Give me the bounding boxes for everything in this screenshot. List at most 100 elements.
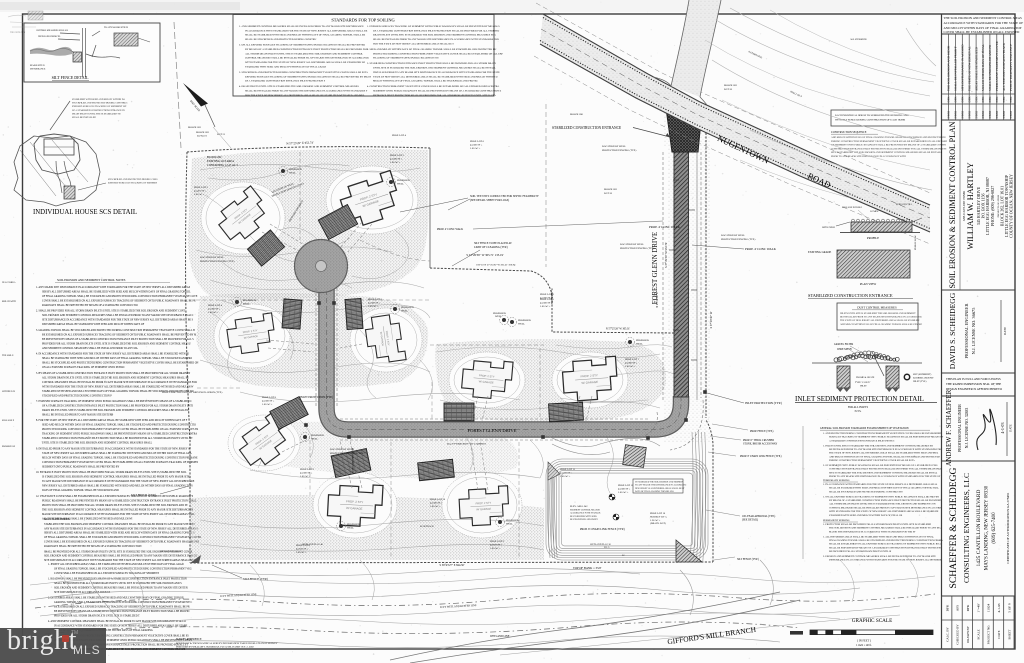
svg-text:4. IN ACCORDANCE WITH STANDAR: 4. IN ACCORDANCE WITH STANDARDS FOR THE …: [36, 353, 190, 356]
svg-text:PROP. 2 STY: PROP. 2 STY: [346, 499, 364, 504]
svg-text:INLET PROTECTION (TYP.): INLET PROTECTION (TYP.): [745, 401, 782, 405]
svg-text:N 57°25′26″ W 305.31′: N 57°25′26″ W 305.31′: [606, 328, 631, 331]
svg-text:W/ GARAGE: W/ GARAGE: [581, 380, 598, 385]
svg-text:DFK: DFK: [1009, 96, 1013, 103]
svg-text:60' SETBACK: 60' SETBACK: [420, 525, 434, 528]
svg-text:PROFESSIONAL ENGINEER: PROFESSIONAL ENGINEER: [964, 303, 969, 358]
svg-text:BOUNDARY & TOPOGRAPHICAL SURVE: BOUNDARY & TOPOGRAPHICAL SURVEY INFORMAT…: [176, 642, 278, 645]
svg-text:SEDIMENT ONTO PUBLIC ROADWAYS: SEDIMENT ONTO PUBLIC ROADWAYS SHALL BE P…: [42, 465, 119, 468]
svg-text:SURFACES TRA: SURFACES TRA: [896, 203, 912, 206]
svg-text:LOCATION OF WELL: LOCATION OF WELL: [330, 448, 354, 451]
svg-text:INLET: INLET: [860, 385, 867, 387]
svg-text:LOCATION OF WELL: LOCATION OF WELL: [602, 145, 626, 148]
svg-text:1.00 AC ±: 1.00 AC ±: [618, 491, 629, 494]
svg-text:SILT FENCE TO BE PLACED AT: SILT FENCE TO BE PLACED AT: [474, 242, 512, 245]
svg-text:ENTRANCE INLET PROTECTION SHAL: ENTRANCE INLET PROTECTION SHALL BE PROVI…: [373, 94, 496, 97]
svg-text:PROP. LOT 10: PROP. LOT 10: [650, 512, 666, 515]
svg-text:PROFILE: PROFILE: [867, 236, 879, 240]
svg-text:PROP. LOT 2: PROP. LOT 2: [390, 154, 405, 157]
svg-text:PROFESSIONAL ENGINEER: PROFESSIONAL ENGINEER: [958, 404, 962, 452]
svg-text:1. ALL DISTURBED AREAS SHALL: 1. ALL DISTURBED AREAS SHALL BE STABILIZ…: [823, 535, 934, 538]
svg-text:PHONE: (609) 296-6827: PHONE: (609) 296-6827: [990, 186, 995, 226]
svg-text:1. ON ALL EXPOSED SURFACES TR: 1. ON ALL EXPOSED SURFACES TRACKING OF S…: [823, 495, 939, 498]
svg-text:COUNTY OF OCEAN, NEW JERSEY: COUNTY OF OCEAN, NEW JERSEY: [1009, 174, 1015, 238]
svg-text:5. BY MEANS OF A STABILIZED C: 5. BY MEANS OF A STABILIZED CONSTRUCTION…: [36, 372, 190, 375]
svg-text:DUST CONTROL MEASURES: DUST CONTROL MEASURES: [857, 306, 897, 310]
svg-text:STABILIZED WITH SEED AND MULCH: STABILIZED WITH SEED AND MULCH WITHIN DA: [72, 98, 125, 101]
svg-text:PROP. LOT 5: PROP. LOT 5: [194, 186, 209, 189]
svg-text:DRAIN INLETS UNTIL SITE IS STA: DRAIN INLETS UNTIL SITE IS STABILIZED TH: [72, 112, 121, 115]
svg-text:BLOCK 262: BLOCK 262: [604, 188, 618, 191]
svg-text:43,491 SF ±: 43,491 SF ±: [194, 189, 207, 192]
svg-text:DISTURBANCE IN ACCORDANCE WITH: DISTURBANCE IN ACCORDANCE WITH STANDARDS…: [829, 559, 942, 562]
svg-text:30 FT WETLAND BUFFER LINE: 30 FT WETLAND BUFFER LINE: [220, 593, 257, 598]
svg-text:43,612 SF ±: 43,612 SF ±: [490, 543, 503, 546]
svg-text:THE SOIL EROSION AND SEDIM: THE SOIL EROSION AND SEDIM: [947, 45, 951, 91]
svg-text:AREAS SHALL BE STABILIZED: AREAS SHALL BE STABILIZED: [974, 46, 978, 91]
svg-text:THE SOIL E: THE SOIL E: [2, 355, 14, 357]
svg-text:PROPOSED: PROPOSED: [636, 339, 649, 342]
svg-text:APPLICANT AND OWNER: APPLICANT AND OWNER: [963, 190, 966, 221]
svg-text:100-13' N 57°25′26″ W 305.31: 100-13' N 57°25′26″ W 305.31' 100.94': [476, 264, 516, 267]
svg-text:2. DISTURBED AREAS SHALL BE S: 2. DISTURBED AREAS SHALL BE STABILIZED W…: [48, 597, 185, 600]
svg-text:SILT (SEDIMENT): SILT (SEDIMENT): [913, 373, 932, 376]
svg-text:3. EROSION AND SEDIMENT CONTR: 3. EROSION AND SEDIMENT CONTROL MEASURES…: [823, 555, 936, 558]
svg-text:N.J. LICENSE NO. 36675: N.J. LICENSE NO. 36675: [971, 307, 976, 355]
svg-text:FOREST GLENN DRIVE: FOREST GLENN DRIVE: [652, 232, 659, 304]
svg-text:BLOCK 280: BLOCK 280: [570, 113, 584, 116]
svg-text:DAYS OF FINAL GRADING TOPSOIL: DAYS OF FINAL GRADING TOPSOIL SHALL BE S…: [42, 489, 119, 492]
svg-text:5/8/03: 5/8/03: [974, 110, 978, 118]
svg-text:1.00 AC ±: 1.00 AC ±: [368, 305, 379, 308]
svg-text:THE SOIL EROSION AND SEDIMENT: THE SOIL EROSION AND SEDIMENT CONTROL ME…: [829, 527, 941, 530]
svg-text:BLOCK 262, LOT 16.01: BLOCK 262, LOT 16.01: [1000, 186, 1006, 226]
svg-text:ROADWAYS SHALL BE PREVENTED BY: ROADWAYS SHALL BE PREVENTED BY MEANS OF …: [44, 545, 142, 548]
svg-text:CONSTRUCTION ENTRANCE INLET PR: CONSTRUCTION ENTRANCE INLET PROTECTION S…: [831, 147, 947, 150]
svg-text:MULCH ANCHORING: MULCH ANCHORING: [44, 518, 70, 521]
svg-text:PROP. 2 STY: PROP. 2 STY: [580, 373, 598, 378]
svg-text:1.00 AC ±: 1.00 AC ±: [296, 551, 307, 554]
svg-text:THE RAISED IMPRESSION SEAL OF: THE RAISED IMPRESSION SEAL OF THE: [946, 382, 1001, 386]
svg-text:PROP. 6' CHAIN LINK FENCE (TYP: PROP. 6' CHAIN LINK FENCE (TYP.): [580, 528, 625, 531]
svg-text:MAJOR SITE D: MAJOR SITE D: [30, 64, 45, 67]
svg-text:INDIVIDUAL HOUSE SCS DETAIL: INDIVIDUAL HOUSE SCS DETAIL: [33, 209, 137, 216]
svg-text:EROSION AN: EROSION AN: [2, 445, 15, 448]
svg-text:EXISTING GRADE: EXISTING GRADE: [808, 251, 832, 254]
svg-text:MULCH WITHIN DAYS OF FINAL: MULCH WITHIN DAYS OF FINAL: [981, 44, 985, 91]
svg-text:( IN FEET ): ( IN FEET ): [857, 640, 871, 643]
svg-text:LOT 20: LOT 20: [604, 192, 613, 195]
svg-text:4. CONSTRUCTION PERMANENT VEG: 4. CONSTRUCTION PERMANENT VEGETATIVE COV…: [367, 85, 499, 88]
svg-text:DFK: DFK: [945, 604, 949, 611]
svg-text:SITE IS STABILIZED THE SOIL ER: SITE IS STABILIZED THE SOIL EROSION AND …: [831, 151, 943, 154]
svg-text:SOIL TEST PITS CONDUCTED FOR S: SOIL TEST PITS CONDUCTED FOR SEPTIC FEAS…: [470, 195, 539, 198]
svg-text:ALL STORM DRAIN INLETS UNTIL S: ALL STORM DRAIN INLETS UNTIL SITE IS STA…: [42, 376, 189, 379]
svg-text:N 57°25′26″ E 953.74′: N 57°25′26″ E 953.74′: [286, 141, 314, 146]
svg-text:5/8/03: 5/8/03: [1009, 110, 1013, 118]
svg-text:DFK: DFK: [961, 96, 965, 103]
svg-text:PROTECTED DURING CONSTRUCTION: PROTECTED DURING CONSTRUCTION PERMANENT …: [42, 428, 199, 431]
svg-text:BLOCK 262: BLOCK 262: [207, 156, 222, 159]
svg-text:PROP. 2 STY: PROP. 2 STY: [475, 501, 491, 506]
svg-text:GRAVEL FILTER: GRAVEL FILTER: [834, 343, 854, 346]
svg-text:CONTAINING 12.47 AC ±: CONTAINING 12.47 AC ±: [207, 164, 238, 167]
svg-text:2. ON ALL EXPOSED SURFACES TR: 2. ON ALL EXPOSED SURFACES TRACKING OF S…: [239, 44, 365, 47]
svg-text:PROTECTION FENCING (TYP.): PROTECTION FENCING (TYP.): [602, 149, 637, 152]
svg-text:SHALL BE INSTALLED PRIOR T: SHALL BE INSTALLED PRIOR T: [954, 46, 958, 91]
svg-text:WELL: WELL: [495, 315, 502, 318]
svg-text:STOCKPILED AND PROTECTED DURIN: STOCKPILED AND PROTECTED DURING CONSTRUC…: [42, 394, 112, 397]
svg-text:1.00 AC ±: 1.00 AC ±: [262, 403, 273, 406]
svg-text:TEMPORARY SEEDING: TEMPORARY SEEDING: [823, 479, 850, 482]
svg-text:FOR ALL INLETS: FOR ALL INLETS: [848, 406, 869, 409]
svg-text:FINAL GRADING TOPSOIL SHALL BE: FINAL GRADING TOPSOIL SHALL BE STOCKPILE…: [829, 539, 943, 542]
svg-text:PROP. LOT 3: PROP. LOT 3: [540, 293, 555, 296]
svg-text:BE INSTALLED PRIOR TO ANY MAJO: BE INSTALLED PRIOR TO ANY MAJOR SITE DIS…: [829, 448, 941, 451]
svg-text:43,560 SF ±: 43,560 SF ±: [625, 361, 638, 364]
svg-text:A STABILIZED: A STABILIZED: [748, 50, 763, 59]
svg-text:1. INLETS UNTIL SITE IS STABI: 1. INLETS UNTIL SITE IS STABILIZED THE S…: [823, 444, 933, 447]
svg-text:CONSULTING ENGINEERS, LLC: CONSULTING ENGINEERS, LLC: [962, 473, 971, 583]
svg-text:A STABILIZED CONSTRUCTION ENTR: A STABILIZED CONSTRUCTION ENTRANCE INLET…: [829, 439, 895, 442]
svg-text:DFK: DFK: [995, 96, 999, 103]
svg-text:WELL: WELL: [289, 172, 296, 175]
svg-text:ROADWAYS SHALL BE PREVENTED BY: ROADWAYS SHALL BE PREVENTED BY MEANS OF …: [42, 304, 138, 307]
svg-text:DFK: DFK: [967, 96, 971, 103]
svg-text:PROP. 2 STY: PROP. 2 STY: [359, 192, 377, 201]
